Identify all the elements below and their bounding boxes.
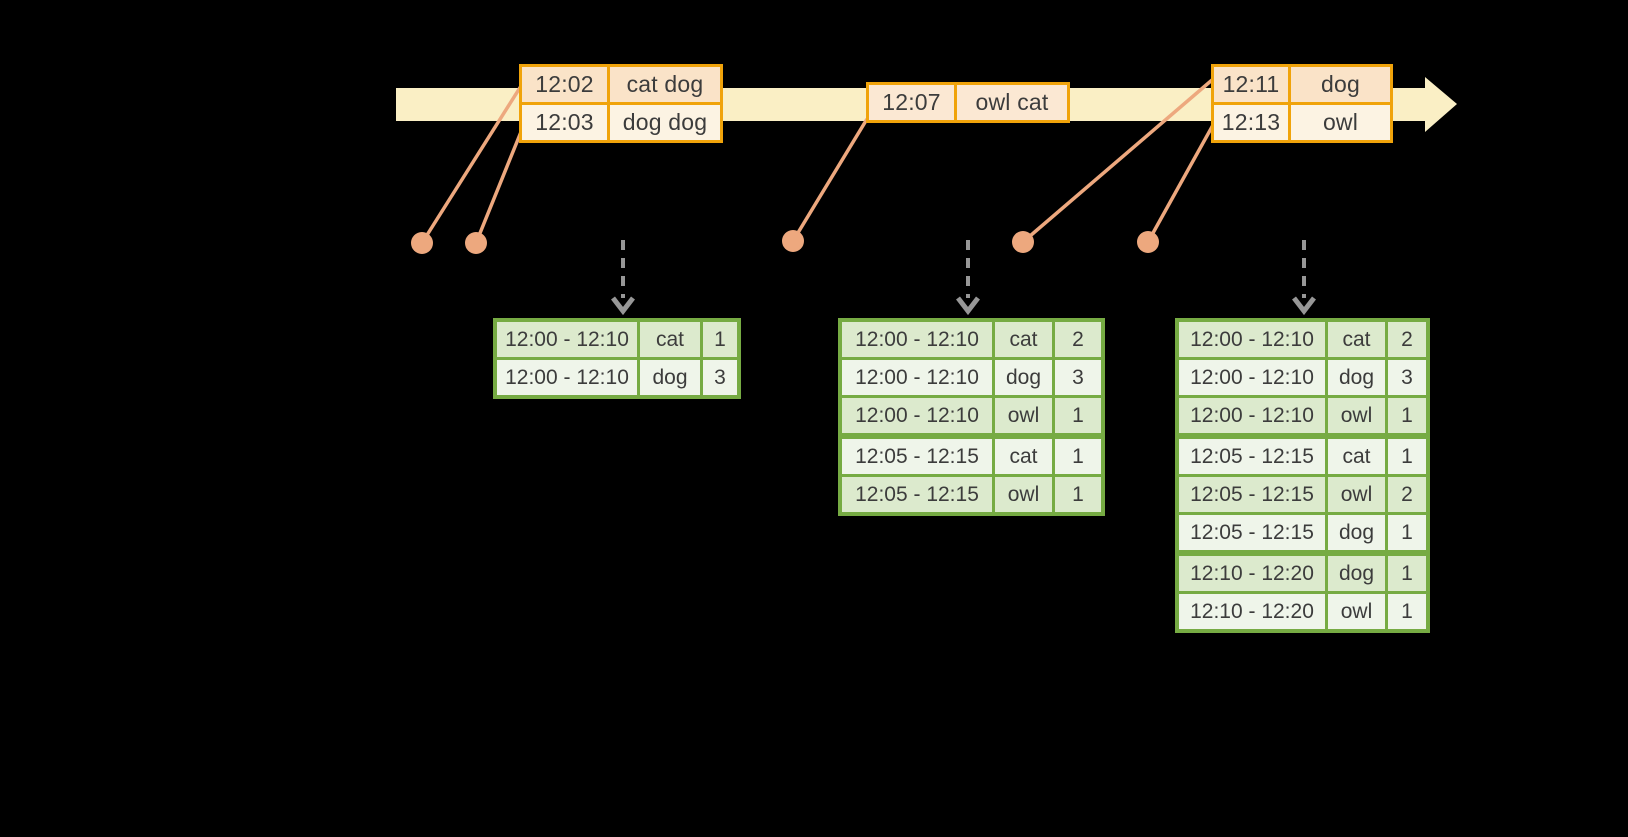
result-cell-count: 1 bbox=[703, 322, 737, 357]
result-cell-count: 1 bbox=[1388, 398, 1426, 433]
result-cell-count: 1 bbox=[1055, 439, 1101, 474]
result-cell-word: owl bbox=[1328, 398, 1385, 433]
result-cell-word: dog bbox=[995, 360, 1052, 395]
event-cell-words: dog dog bbox=[610, 105, 720, 140]
result-cell-count: 3 bbox=[703, 360, 737, 395]
result-cell-word: dog bbox=[1328, 556, 1385, 591]
result-cell-word: cat bbox=[995, 322, 1052, 357]
result-cell-window: 12:10 - 12:20 bbox=[1179, 594, 1325, 629]
result-cell-window: 12:05 - 12:15 bbox=[1179, 439, 1325, 474]
result-cell-window: 12:05 - 12:15 bbox=[1179, 515, 1325, 550]
result-cell-word: cat bbox=[1328, 439, 1385, 474]
result-cell-window: 12:00 - 12:10 bbox=[1179, 360, 1325, 395]
result-cell-word: owl bbox=[1328, 594, 1385, 629]
event-dot-icon bbox=[465, 232, 487, 254]
event-cell-words: owl bbox=[1291, 105, 1390, 140]
result-cell-window: 12:00 - 12:10 bbox=[842, 398, 992, 433]
event-cell-time: 12:02 bbox=[522, 67, 607, 102]
result-cell-window: 12:05 - 12:15 bbox=[842, 477, 992, 512]
event-cell-time: 12:07 bbox=[869, 85, 954, 120]
result-cell-count: 2 bbox=[1388, 477, 1426, 512]
event-cell-time: 12:13 bbox=[1214, 105, 1288, 140]
trigger-arrowhead-icon bbox=[1292, 296, 1316, 316]
result-cell-window: 12:00 - 12:10 bbox=[1179, 322, 1325, 357]
result-cell-word: cat bbox=[640, 322, 700, 357]
result-cell-word: dog bbox=[640, 360, 700, 395]
event-cell-words: owl cat bbox=[957, 85, 1067, 120]
result-cell-window: 12:00 - 12:10 bbox=[497, 322, 637, 357]
event-connector-line bbox=[474, 126, 525, 244]
trigger-arrowhead-icon bbox=[956, 296, 980, 316]
result-cell-window: 12:00 - 12:10 bbox=[497, 360, 637, 395]
event-cell-words: dog bbox=[1291, 67, 1390, 102]
result-cell-count: 1 bbox=[1055, 398, 1101, 433]
result-cell-word: cat bbox=[995, 439, 1052, 474]
result-cell-count: 1 bbox=[1388, 594, 1426, 629]
event-dot-icon bbox=[782, 230, 804, 252]
event-dot-icon bbox=[1137, 231, 1159, 253]
result-cell-window: 12:10 - 12:20 bbox=[1179, 556, 1325, 591]
result-cell-word: dog bbox=[1328, 360, 1385, 395]
event-timeline-arrowhead-icon bbox=[1425, 77, 1457, 132]
result-cell-count: 1 bbox=[1055, 477, 1101, 512]
result-cell-count: 3 bbox=[1388, 360, 1426, 395]
result-cell-count: 2 bbox=[1388, 322, 1426, 357]
event-dot-icon bbox=[411, 232, 433, 254]
event-connector-line bbox=[1146, 124, 1215, 243]
result-cell-window: 12:05 - 12:15 bbox=[1179, 477, 1325, 512]
result-cell-window: 12:00 - 12:10 bbox=[842, 322, 992, 357]
result-cell-count: 1 bbox=[1388, 439, 1426, 474]
result-cell-count: 1 bbox=[1388, 515, 1426, 550]
result-cell-count: 1 bbox=[1388, 556, 1426, 591]
event-cell-words: cat dog bbox=[610, 67, 720, 102]
event-connector-line bbox=[420, 85, 523, 244]
result-cell-window: 12:00 - 12:10 bbox=[1179, 398, 1325, 433]
result-cell-word: owl bbox=[1328, 477, 1385, 512]
event-cell-time: 12:03 bbox=[522, 105, 607, 140]
result-cell-window: 12:05 - 12:15 bbox=[842, 439, 992, 474]
result-cell-word: cat bbox=[1328, 322, 1385, 357]
result-cell-window: 12:00 - 12:10 bbox=[842, 360, 992, 395]
result-cell-count: 2 bbox=[1055, 322, 1101, 357]
trigger-arrowhead-icon bbox=[611, 296, 635, 316]
result-cell-word: owl bbox=[995, 398, 1052, 433]
event-connector-line bbox=[1021, 78, 1214, 244]
event-dot-icon bbox=[1012, 231, 1034, 253]
result-cell-word: owl bbox=[995, 477, 1052, 512]
result-cell-count: 3 bbox=[1055, 360, 1101, 395]
result-cell-word: dog bbox=[1328, 515, 1385, 550]
event-cell-time: 12:11 bbox=[1214, 67, 1288, 102]
event-connector-line bbox=[791, 118, 869, 242]
